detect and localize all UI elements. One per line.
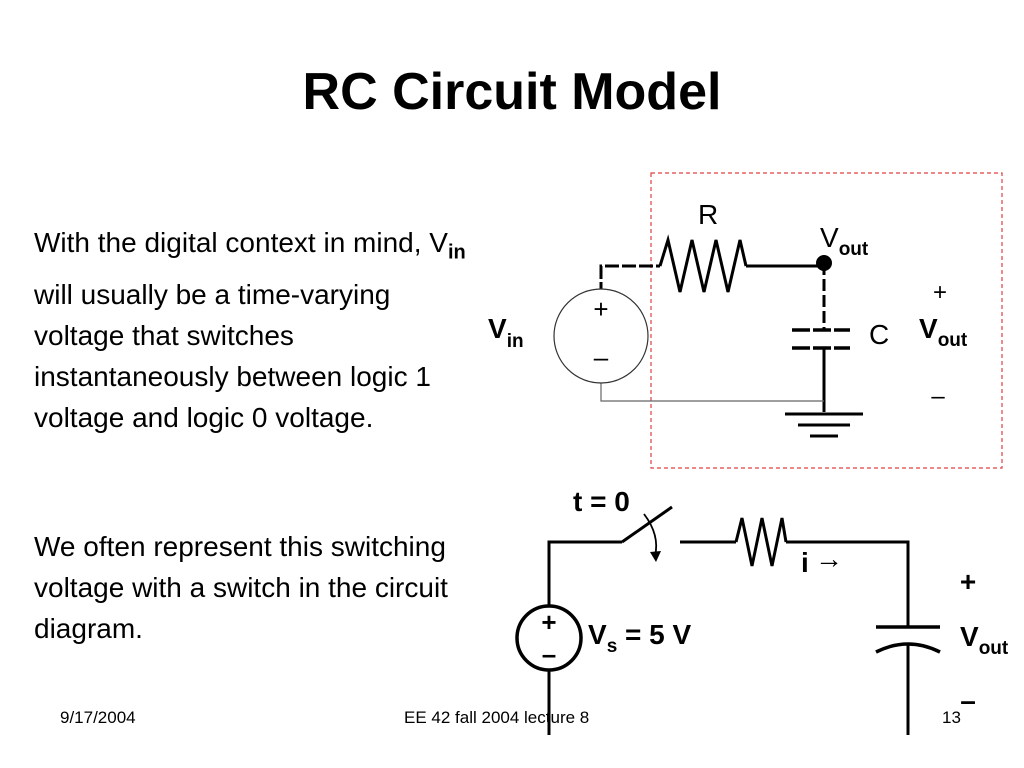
vs-label-rest: = 5 V bbox=[617, 619, 691, 650]
vin-label: Vin bbox=[488, 313, 524, 352]
wire-source-to-ground bbox=[600, 380, 824, 402]
switch-arrow-head bbox=[650, 551, 661, 562]
vout-side-label: Vout bbox=[919, 313, 968, 351]
vout2-label: Vout bbox=[960, 621, 1009, 659]
vs-label-sub: s bbox=[607, 636, 618, 657]
vout-node-main: V bbox=[820, 222, 839, 253]
capacitor-label: C bbox=[869, 319, 889, 350]
switch-label: t = 0 bbox=[573, 486, 630, 517]
capacitor2-plate-bottom bbox=[875, 642, 941, 654]
vs-source-circle bbox=[515, 604, 583, 672]
wire-resistor-to-right bbox=[786, 540, 910, 627]
resistor-label: R bbox=[698, 199, 718, 230]
vout-node-sub: out bbox=[839, 239, 869, 260]
vin-label-sub: in bbox=[507, 331, 524, 352]
vs-source-plus: + bbox=[541, 607, 556, 637]
footer-course: EE 42 fall 2004 lecture 8 bbox=[404, 708, 590, 727]
vout2-sub: out bbox=[979, 638, 1009, 659]
vin-source-circle bbox=[553, 288, 649, 384]
vout-side-sub: out bbox=[938, 330, 968, 351]
vs-source-minus: – bbox=[542, 639, 556, 669]
vout-node-label: Vout bbox=[820, 222, 869, 260]
current-label: i bbox=[801, 547, 809, 578]
switch-blade bbox=[621, 505, 673, 544]
vs-label-main: V bbox=[588, 619, 607, 650]
slide-title: RC Circuit Model bbox=[302, 63, 722, 121]
vin-source-plus: + bbox=[593, 294, 608, 324]
resistor-r bbox=[658, 234, 748, 293]
vout2-main: V bbox=[960, 621, 979, 652]
resistor-2 bbox=[734, 517, 788, 567]
vin-label-main: V bbox=[488, 313, 507, 344]
vout-side-minus: – bbox=[931, 383, 945, 410]
footer-page-number: 13 bbox=[942, 708, 961, 727]
paragraph-digital-context: With the digital context in mind, Vin wi… bbox=[34, 222, 474, 438]
vs-label: Vs = 5 V bbox=[588, 619, 692, 657]
paragraph1-subscript: in bbox=[447, 241, 466, 264]
current-arrow-icon: → bbox=[815, 543, 843, 574]
vout-side-main: V bbox=[919, 313, 938, 344]
paragraph-switch-representation: We often represent this switching voltag… bbox=[34, 531, 448, 644]
vout2-plus: + bbox=[960, 566, 976, 597]
vin-source-minus: – bbox=[594, 342, 609, 372]
footer-date: 9/17/2004 bbox=[60, 708, 136, 727]
paragraph1-text-a: With the digital context in mind, V bbox=[34, 227, 448, 258]
wire-left-top bbox=[547, 540, 622, 610]
paragraph1-text-b: will usually be a time-varying voltage t… bbox=[34, 278, 431, 433]
highlight-box bbox=[650, 172, 1003, 469]
vout2-minus: – bbox=[960, 685, 976, 716]
vout-side-plus: + bbox=[933, 279, 947, 306]
